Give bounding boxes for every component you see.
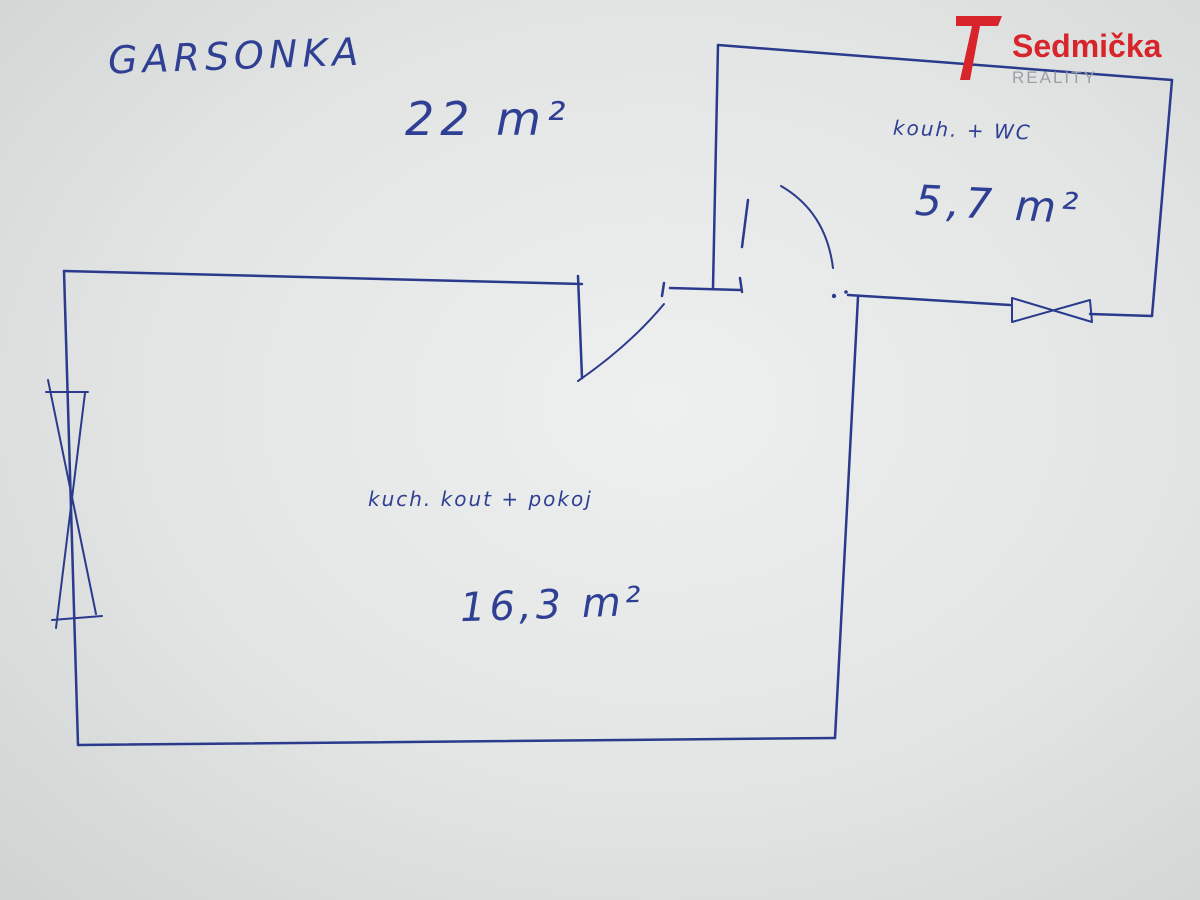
bathroom-top-wall: [716, 43, 1174, 82]
main-room-top-wall: [62, 269, 584, 286]
main-room-area-label: 16,3 m²: [459, 578, 646, 632]
logo-name: Sedmička: [1012, 28, 1162, 64]
corridor-wall-end: [738, 276, 744, 294]
bathroom-left-wall: [711, 43, 720, 290]
bathroom-door-jamb: [740, 198, 750, 249]
main-room-bottom-wall: [76, 736, 837, 747]
bathroom-name-label: kouh. + WC: [892, 115, 1033, 145]
logo-subtitle: REALITY: [1012, 68, 1097, 87]
bathroom-bottom-wall: [846, 293, 1012, 307]
bathroom-window-icon: [1011, 297, 1093, 323]
entrance-door-jamb: [576, 274, 584, 380]
floor-plan-title: GARSONKA: [107, 29, 364, 83]
total-area-label: 22 m²: [405, 92, 572, 146]
bathroom-bottom-wall-end: [1088, 312, 1154, 318]
corridor-wall: [668, 286, 742, 292]
seven-logo-icon: [956, 16, 1002, 80]
main-room-right-wall: [833, 295, 860, 740]
door-hinge-dot: [831, 293, 837, 299]
bathroom-right-wall: [1150, 78, 1174, 318]
main-room-name-label: kuch. kout + pokoj: [368, 487, 593, 511]
main-room-window-icon: [45, 379, 103, 629]
sedmicka-logo: Sedmička REALITY: [950, 10, 1200, 90]
door-hinge-dot-2: [844, 290, 848, 294]
bathroom-door-swing: [780, 185, 834, 269]
bathroom-area-label: 5,7 m²: [913, 175, 1085, 234]
entrance-door-stub: [660, 281, 666, 298]
entrance-door-swing: [577, 303, 665, 382]
